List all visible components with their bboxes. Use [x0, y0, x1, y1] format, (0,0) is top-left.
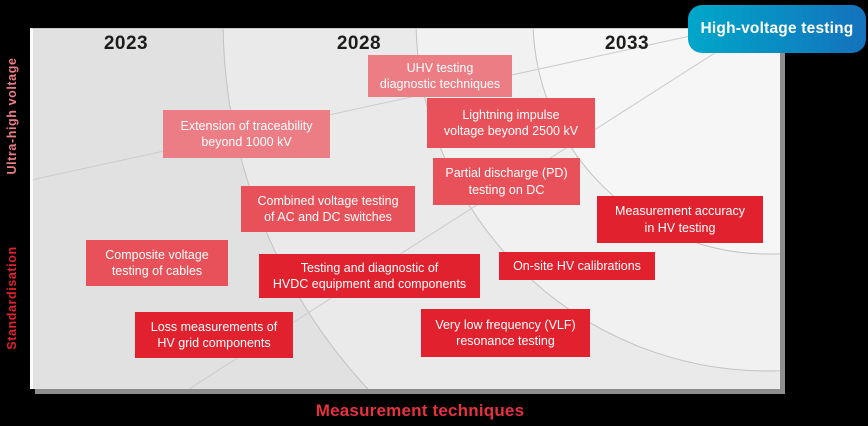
title-badge: High-voltage testing [688, 5, 866, 53]
roadmap-box-label: Composite voltage testing of cables [105, 247, 209, 279]
roadmap-box-label: Loss measurements of HV grid components [150, 319, 278, 351]
axis-label-standardisation: Standardisation [5, 246, 19, 350]
roadmap-box-lightning-impulse: Lightning impulse voltage beyond 2500 kV [427, 98, 595, 148]
roadmap-box-partial-discharge: Partial discharge (PD) testing on DC [433, 158, 580, 205]
bottom-axis-title: Measurement techniques [315, 401, 525, 420]
roadmap-box-label: Very low frequency (VLF) resonance testi… [435, 317, 576, 349]
roadmap-box-label: Combined voltage testing of AC and DC sw… [257, 193, 399, 225]
roadmap-box-vlf-resonance: Very low frequency (VLF) resonance testi… [421, 309, 590, 357]
axis-label-ultra-high-voltage: Ultra-high voltage [5, 57, 19, 175]
roadmap-box-label: Extension of traceability beyond 1000 kV [180, 118, 313, 150]
roadmap-box-label: Lightning impulse voltage beyond 2500 kV [443, 107, 579, 139]
year-label-2028: 2028 [336, 33, 382, 54]
roadmap-box-uhv-testing: UHV testing diagnostic techniques [368, 55, 512, 97]
roadmap-box-hvdc-testing: Testing and diagnostic of HVDC equipment… [259, 254, 480, 298]
year-label-2023: 2023 [103, 33, 149, 54]
roadmap-box-label: On-site HV calibrations [513, 258, 641, 273]
roadmap-box-measurement-accuracy: Measurement accuracy in HV testing [597, 196, 763, 243]
roadmap-box-label: Testing and diagnostic of HVDC equipment… [272, 260, 467, 292]
roadmap-box-label: UHV testing diagnostic techniques [379, 60, 501, 92]
year-label-2033: 2033 [604, 33, 650, 54]
roadmap-box-label: Partial discharge (PD) testing on DC [445, 166, 568, 197]
roadmap-box-label: Measurement accuracy in HV testing [615, 204, 745, 235]
roadmap-box-extension-traceability: Extension of traceability beyond 1000 kV [163, 110, 330, 158]
roadmap-box-composite-voltage: Composite voltage testing of cables [86, 240, 228, 286]
roadmap-box-combined-voltage: Combined voltage testing of AC and DC sw… [241, 186, 415, 232]
roadmap-box-loss-measurements: Loss measurements of HV grid components [135, 312, 293, 358]
roadmap-box-onsite-calibrations: On-site HV calibrations [499, 252, 655, 280]
